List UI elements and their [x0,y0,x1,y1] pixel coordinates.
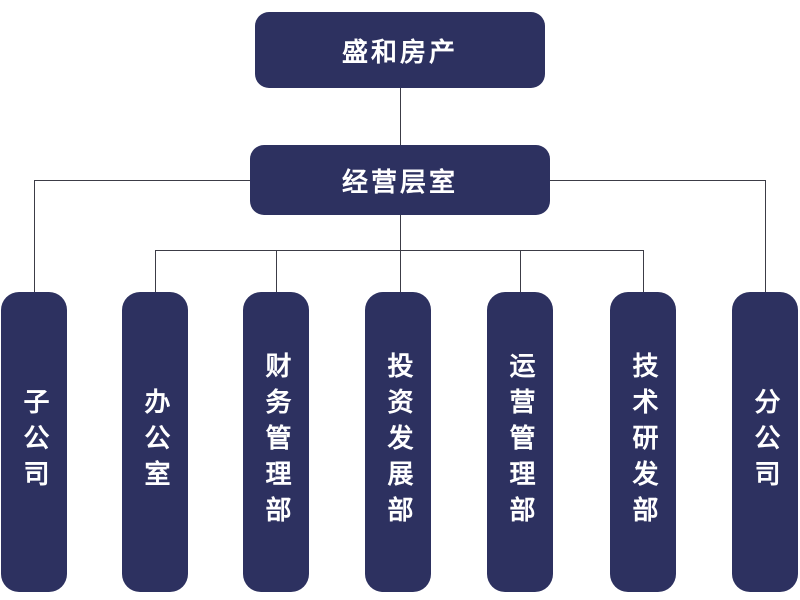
connector-line [400,215,401,292]
org-node-management: 经营层室 [250,145,550,215]
connector-line [155,250,643,251]
connector-line [34,180,250,181]
org-node-root: 盛和房产 [255,12,545,88]
org-node-operations-dept: 运营管理部 [487,292,553,592]
org-node-investment-dept: 投资发展部 [365,292,431,592]
connector-line [400,88,401,145]
connector-line [276,250,277,292]
connector-line [550,180,765,181]
connector-line [155,250,156,292]
org-node-finance-dept: 财务管理部 [243,292,309,592]
org-node-office-label: 办公室 [140,388,170,496]
connector-line [520,250,521,292]
org-node-branch: 分公司 [732,292,798,592]
org-node-management-label: 经营层室 [341,167,458,198]
org-node-subsidiary: 子公司 [1,292,67,592]
org-node-operations-dept-label: 运营管理部 [505,352,535,532]
connector-line [34,180,35,292]
org-node-rnd-dept-label: 技术研发部 [628,352,658,532]
org-node-finance-dept-label: 财务管理部 [261,352,291,532]
connector-line [765,180,766,292]
connector-line [643,250,644,292]
org-node-branch-label: 分公司 [750,388,780,496]
org-node-office: 办公室 [122,292,188,592]
org-node-rnd-dept: 技术研发部 [610,292,676,592]
org-node-investment-dept-label: 投资发展部 [383,352,413,532]
org-node-root-label: 盛和房产 [341,37,458,68]
org-node-subsidiary-label: 子公司 [19,388,49,496]
